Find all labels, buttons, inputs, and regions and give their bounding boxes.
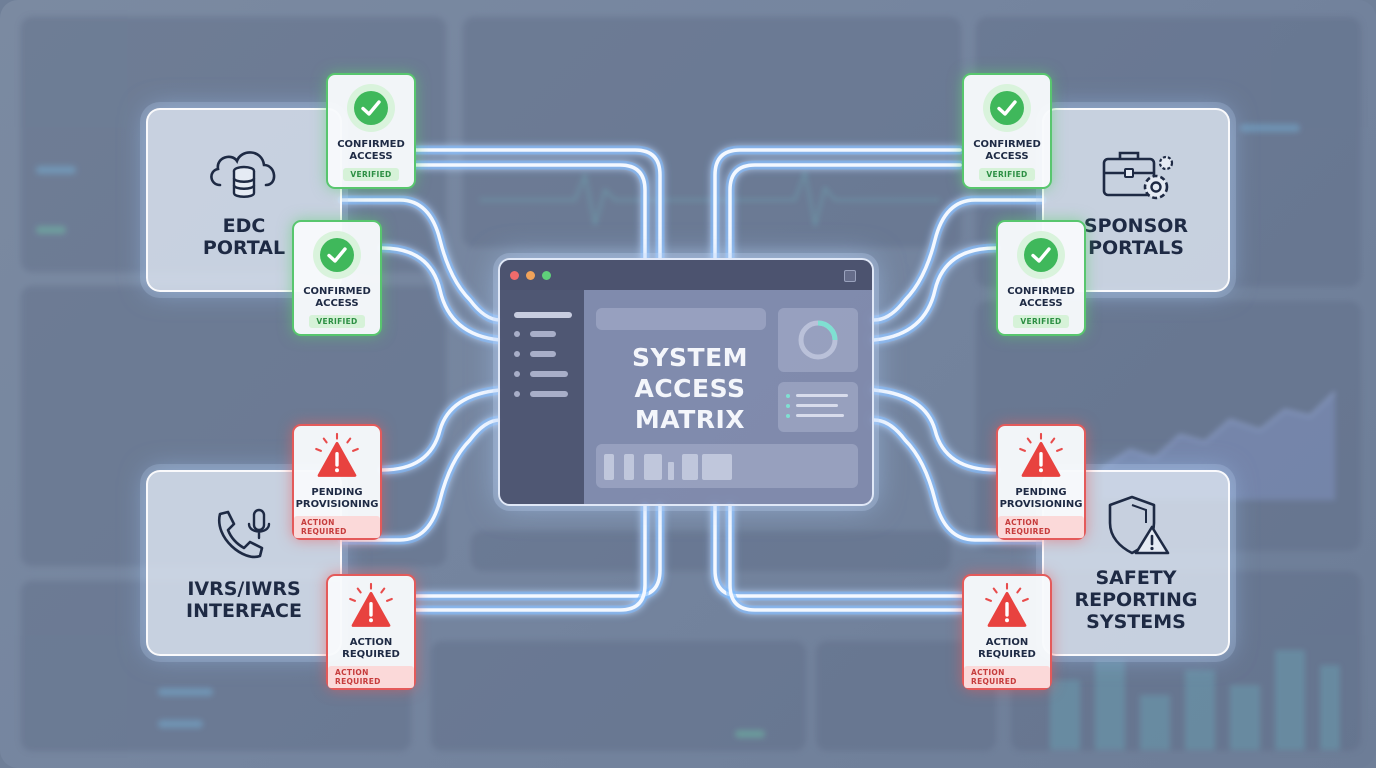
system-title: SAFETY REPORTING SYSTEMS [1074,567,1198,633]
badge-tag: ACTION REQUIRED [294,516,380,538]
status-badge-action-required[interactable]: ACTION REQUIRED ACTION REQUIRED [326,574,416,690]
badge-tag: ACTION REQUIRED [998,516,1084,538]
connector-wire [414,163,647,262]
status-badge-confirmed[interactable]: CONFIRMED ACCESS VERIFIED [292,220,382,336]
bg-bar [735,730,765,738]
bg-bar [36,166,76,174]
phone-microphone-icon [217,508,271,559]
connector-wire [872,246,998,342]
cloud-database-icon [210,151,276,198]
window-bottom-widget [596,444,858,488]
check-circle-icon [1017,231,1065,279]
status-badge-confirmed[interactable]: CONFIRMED ACCESS VERIFIED [326,73,416,189]
status-badge-pending[interactable]: PENDING PROVISIONING ACTION REQUIRED [996,424,1086,540]
connector-wire [340,418,502,542]
badge-tag: VERIFIED [309,315,365,328]
connector-wire [713,148,962,262]
bg-pulse-line [480,168,940,227]
window-expand-icon[interactable] [844,270,856,282]
window-close-dot[interactable] [510,270,519,280]
connector-wire-glow [411,501,665,601]
system-title: IVRS/IWRS INTERFACE [186,578,302,622]
matrix-title: SYSTEM ACCESS MATRIX [631,343,749,434]
warning-triangle-icon [1019,432,1063,477]
badge-label: ACTION REQUIRED [978,637,1036,660]
badge-label: CONFIRMED ACCESS [337,139,405,162]
badge-tag: VERIFIED [979,168,1035,181]
badge-label: ACTION REQUIRED [342,637,400,660]
badge-label: CONFIRMED ACCESS [973,139,1041,162]
connector-wire [414,504,662,598]
system-access-matrix-window[interactable]: SYSTEM ACCESS MATRIX [498,258,874,506]
sidebar-item [530,391,568,397]
check-circle-icon [313,231,361,279]
connector-wire [414,148,662,262]
badge-tag: VERIFIED [343,168,399,181]
connector-wire [340,198,502,322]
badge-label: PENDING PROVISIONING [295,487,379,510]
bg-panel [430,640,807,752]
sidebar-item [514,312,572,318]
connector-wire [380,388,502,472]
window-search-bar [596,308,766,330]
donut-chart-icon [798,320,838,360]
bg-bar-chart [1050,650,1340,750]
check-circle-icon [347,84,395,132]
system-card-ivrs-iwrs-interface[interactable]: IVRS/IWRS INTERFACE [146,470,342,656]
warning-triangle-icon [315,432,359,477]
window-maximize-dot[interactable] [542,270,551,280]
status-badge-confirmed[interactable]: CONFIRMED ACCESS VERIFIED [962,73,1052,189]
connector-wire [380,246,502,342]
connector-wire [872,198,1044,322]
sidebar-item-dot [514,351,520,357]
connector-wire [414,504,647,612]
list-lines-icon [786,394,848,418]
status-badge-pending[interactable]: PENDING PROVISIONING ACTION REQUIRED [292,424,382,540]
system-title: SPONSOR PORTALS [1083,215,1189,259]
window-list-widget [778,382,858,432]
bg-bar [36,226,66,234]
badge-label: PENDING PROVISIONING [999,487,1083,510]
sidebar-item-dot [514,371,520,377]
bg-bar [158,688,213,696]
window-titlebar [500,260,872,290]
connector-wire [872,388,998,472]
badge-label: CONFIRMED ACCESS [303,286,371,309]
window-donut-widget [778,308,858,372]
connector-wire [728,163,962,262]
shield-warning-icon [1108,495,1170,555]
sidebar-item-dot [514,331,520,337]
status-badge-confirmed[interactable]: CONFIRMED ACCESS VERIFIED [996,220,1086,336]
badge-tag: ACTION REQUIRED [964,666,1050,688]
connector-wire [728,504,964,612]
sidebar-item [530,331,556,337]
sidebar-item [530,371,568,377]
connector-wire [713,504,964,598]
badge-tag: ACTION REQUIRED [328,666,414,688]
sidebar-item-dot [514,391,520,397]
bg-bar [158,720,203,728]
connector-wire [872,418,1044,542]
window-minimize-dot[interactable] [526,270,535,280]
check-circle-icon [983,84,1031,132]
briefcase-gear-icon [1102,151,1174,200]
sidebar-item [530,351,556,357]
warning-triangle-icon [349,582,393,627]
warning-triangle-icon [985,582,1029,627]
connector-wire-glow [725,160,965,265]
connector-wire-glow [710,501,967,601]
bg-bar [1240,124,1300,132]
badge-tag: VERIFIED [1013,315,1069,328]
connector-wire-glow [411,160,650,265]
window-sidebar [500,290,584,504]
mini-bar-chart-icon [604,454,732,480]
badge-label: CONFIRMED ACCESS [1007,286,1075,309]
status-badge-action-required[interactable]: ACTION REQUIRED ACTION REQUIRED [962,574,1052,690]
system-title: EDC PORTAL [202,215,286,259]
